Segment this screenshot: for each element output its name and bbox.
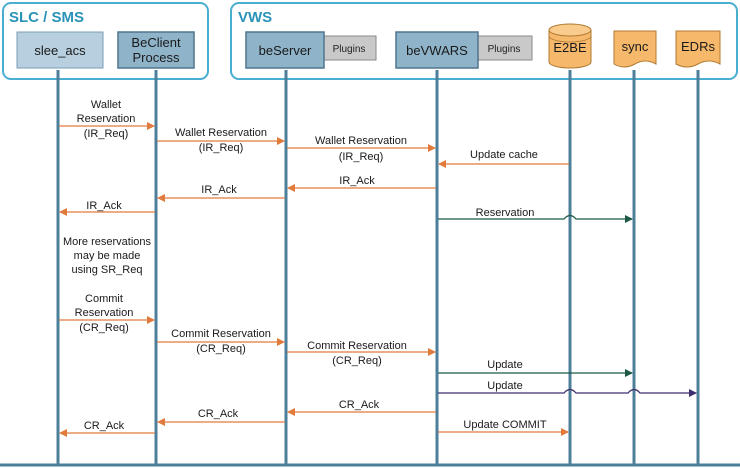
msg-update-edrs-label: Update bbox=[487, 380, 522, 392]
msg-update-sync-label: Update bbox=[487, 359, 522, 371]
msg-commit-reservation-1-line2: Reservation bbox=[75, 307, 134, 319]
msg-wallet-reservation-1-line1: Wallet bbox=[91, 99, 121, 111]
note-line1: More reservations bbox=[63, 236, 152, 248]
msg-update-edrs-arrow bbox=[438, 388, 697, 397]
msg-wallet-reservation-1-line3: (IR_Req) bbox=[84, 128, 129, 140]
edrs-document-icon bbox=[675, 30, 721, 68]
msg-cr-ack-3-label: CR_Ack bbox=[84, 420, 125, 432]
msg-ir-ack-3-label: IR_Ack bbox=[86, 200, 122, 212]
beserver-box bbox=[245, 31, 325, 69]
e2be-label: E2BE bbox=[553, 40, 587, 55]
msg-wallet-reservation-1-line2: Reservation bbox=[77, 113, 136, 125]
msg-ir-ack-2-label: IR_Ack bbox=[201, 184, 237, 196]
lifelines bbox=[56, 70, 700, 464]
msg-cr-ack-1-label: CR_Ack bbox=[339, 399, 380, 411]
msg-commit-reservation-2-line2: (CR_Req) bbox=[196, 343, 246, 355]
bevwars-plugins-label: Plugins bbox=[488, 44, 521, 55]
beserver-plugins-box bbox=[321, 35, 377, 61]
bevwars-plugins-box bbox=[475, 35, 533, 61]
msg-commit-reservation-3-line2: (CR_Req) bbox=[332, 355, 382, 367]
msg-ir-ack-1-label: IR_Ack bbox=[339, 175, 375, 187]
bevwars-box bbox=[395, 31, 479, 69]
slee-acs-label: slee_acs bbox=[34, 43, 86, 58]
msg-commit-reservation-2-line1: Commit Reservation bbox=[171, 328, 271, 340]
msg-reservation-arrow bbox=[438, 214, 633, 223]
msg-cr-ack-2-label: CR_Ack bbox=[198, 408, 239, 420]
msg-commit-reservation-1-line1: Commit bbox=[85, 293, 123, 305]
msg-update-commit-label: Update COMMIT bbox=[463, 419, 546, 431]
msg-wallet-reservation-3-line1: Wallet Reservation bbox=[315, 135, 407, 147]
msg-wallet-reservation-2-line2: (IR_Req) bbox=[199, 142, 244, 154]
msg-commit-reservation-3-line1: Commit Reservation bbox=[307, 340, 407, 352]
beclient-label-line1: BeClient bbox=[131, 35, 181, 50]
beserver-label: beServer bbox=[259, 43, 312, 58]
note-line3: using SR_Req bbox=[72, 264, 143, 276]
slee-acs-box bbox=[16, 31, 104, 69]
slc-group-title: SLC / SMS bbox=[9, 9, 84, 26]
sync-document-icon bbox=[613, 30, 657, 68]
msg-wallet-reservation-3-line2: (IR_Req) bbox=[339, 151, 384, 163]
beclient-process-box bbox=[117, 31, 195, 69]
bevwars-label: beVWARS bbox=[406, 43, 468, 58]
beserver-plugins-label: Plugins bbox=[333, 44, 366, 55]
msg-wallet-reservation-2-line1: Wallet Reservation bbox=[175, 127, 267, 139]
msg-commit-reservation-1-line3: (CR_Req) bbox=[79, 322, 129, 334]
edrs-label: EDRs bbox=[681, 39, 715, 54]
msg-reservation-label: Reservation bbox=[476, 207, 535, 219]
sync-label: sync bbox=[622, 39, 649, 54]
msg-update-cache-label: Update cache bbox=[470, 149, 538, 161]
e2be-database-icon bbox=[548, 23, 592, 69]
vws-group-title: VWS bbox=[238, 9, 272, 26]
beclient-label-line2: Process bbox=[133, 50, 180, 65]
note-line2: may be made bbox=[74, 250, 141, 262]
